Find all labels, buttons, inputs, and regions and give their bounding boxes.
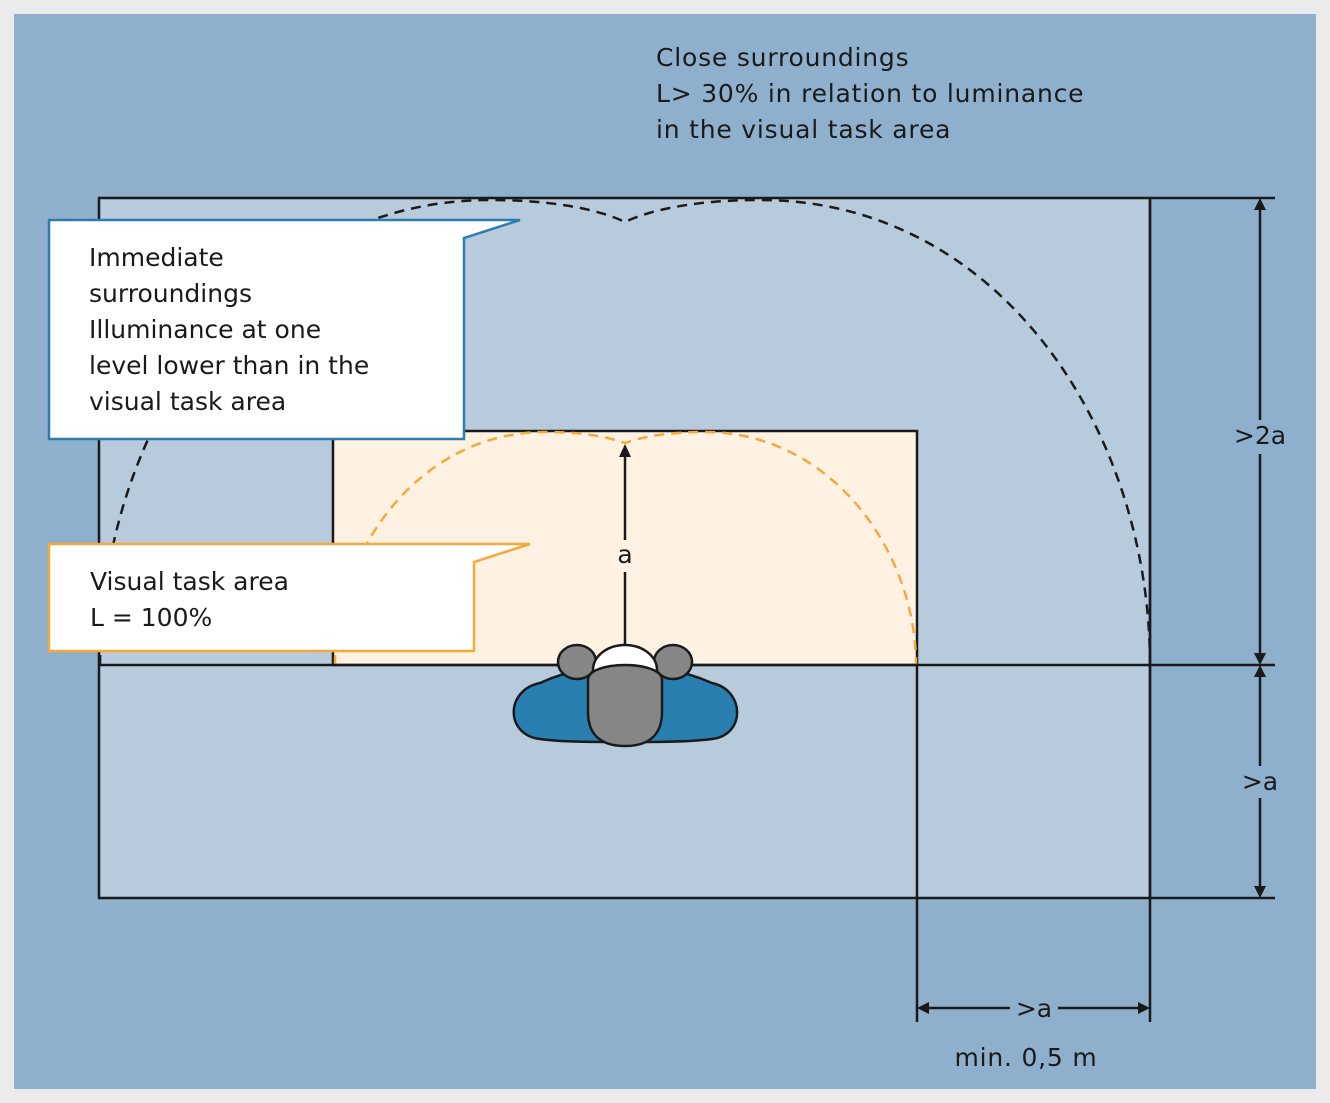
immediate-line-1: Immediate [89, 243, 224, 272]
immediate-line-3: Illuminance at one [89, 315, 321, 344]
gt-a-right-label: >a [1242, 767, 1278, 796]
visual-task-boundary [333, 430, 918, 666]
visual-task-callout: Visual task area L = 100% [47, 542, 531, 653]
visual-task-line-2: L = 100% [90, 603, 212, 632]
visual-task-line-1: Visual task area [90, 567, 289, 596]
immediate-surroundings-callout: Immediate surroundings Illuminance at on… [47, 218, 521, 441]
immediate-line-4: level lower than in the [89, 351, 369, 380]
person-head [586, 663, 664, 748]
gt-2a-label: >2a [1234, 421, 1286, 450]
close-surroundings-line-3: in the visual task area [656, 115, 951, 144]
close-surroundings-line-2: L> 30% in relation to luminance [656, 79, 1084, 108]
dimension-2a: >2a [1234, 198, 1286, 665]
min-distance-label: min. 0,5 m [954, 1043, 1097, 1072]
person-icon [512, 643, 739, 748]
a-label: a [617, 540, 632, 569]
immediate-line-5: visual task area [89, 387, 286, 416]
gt-a-bottom-label: >a [1016, 994, 1052, 1023]
dimension-a-right: >a [1242, 665, 1278, 898]
dimension-a-arrow: a [617, 444, 633, 650]
close-surroundings-text: Close surroundings L> 30% in relation to… [656, 43, 1084, 144]
immediate-line-2: surroundings [89, 279, 252, 308]
close-surroundings-line-1: Close surroundings [656, 43, 909, 72]
dimension-a-bottom: >a [917, 994, 1150, 1023]
